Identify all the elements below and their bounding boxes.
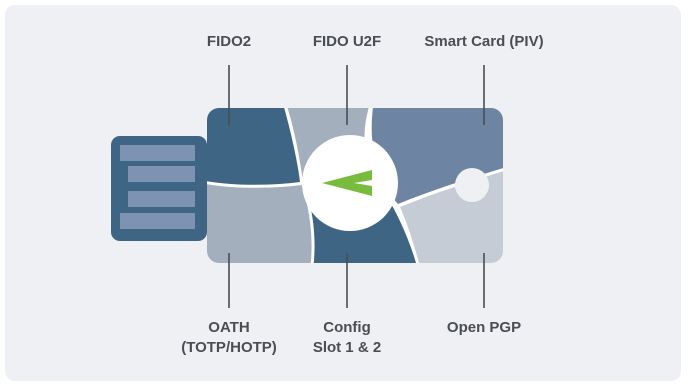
label-fido-u2f: FIDO U2F [287, 32, 407, 52]
segment-smart-card [371, 108, 503, 204]
label-fido2: FIDO2 [179, 32, 279, 52]
label-smart-card: Smart Card (PIV) [409, 32, 559, 52]
label-smart-card-text: Smart Card (PIV) [424, 33, 544, 50]
label-config-line2: Slot 1 & 2 [312, 339, 382, 356]
segment-oath [207, 183, 312, 263]
connector-lines [228, 65, 485, 308]
usb-contact [128, 191, 195, 207]
label-oath: OATH (TOTP/HOTP) [159, 318, 299, 358]
segment-fido2 [207, 108, 300, 185]
usb-plug [111, 136, 207, 241]
label-open-pgp: Open PGP [424, 318, 544, 338]
label-open-pgp-text: Open PGP [446, 319, 522, 336]
label-oath-line1: OATH [208, 319, 250, 336]
label-fido-u2f-text: FIDO U2F [312, 33, 382, 50]
usb-contact [128, 166, 195, 182]
yubico-logo-icon [302, 135, 398, 231]
label-fido2-text: FIDO2 [206, 33, 252, 50]
key-ring-hole [455, 168, 489, 202]
label-config-line1: Config [323, 319, 371, 336]
label-config: Config Slot 1 & 2 [292, 318, 402, 358]
usb-contact [120, 213, 195, 229]
label-oath-line2: (TOTP/HOTP) [181, 339, 277, 356]
usb-contact [120, 145, 195, 161]
